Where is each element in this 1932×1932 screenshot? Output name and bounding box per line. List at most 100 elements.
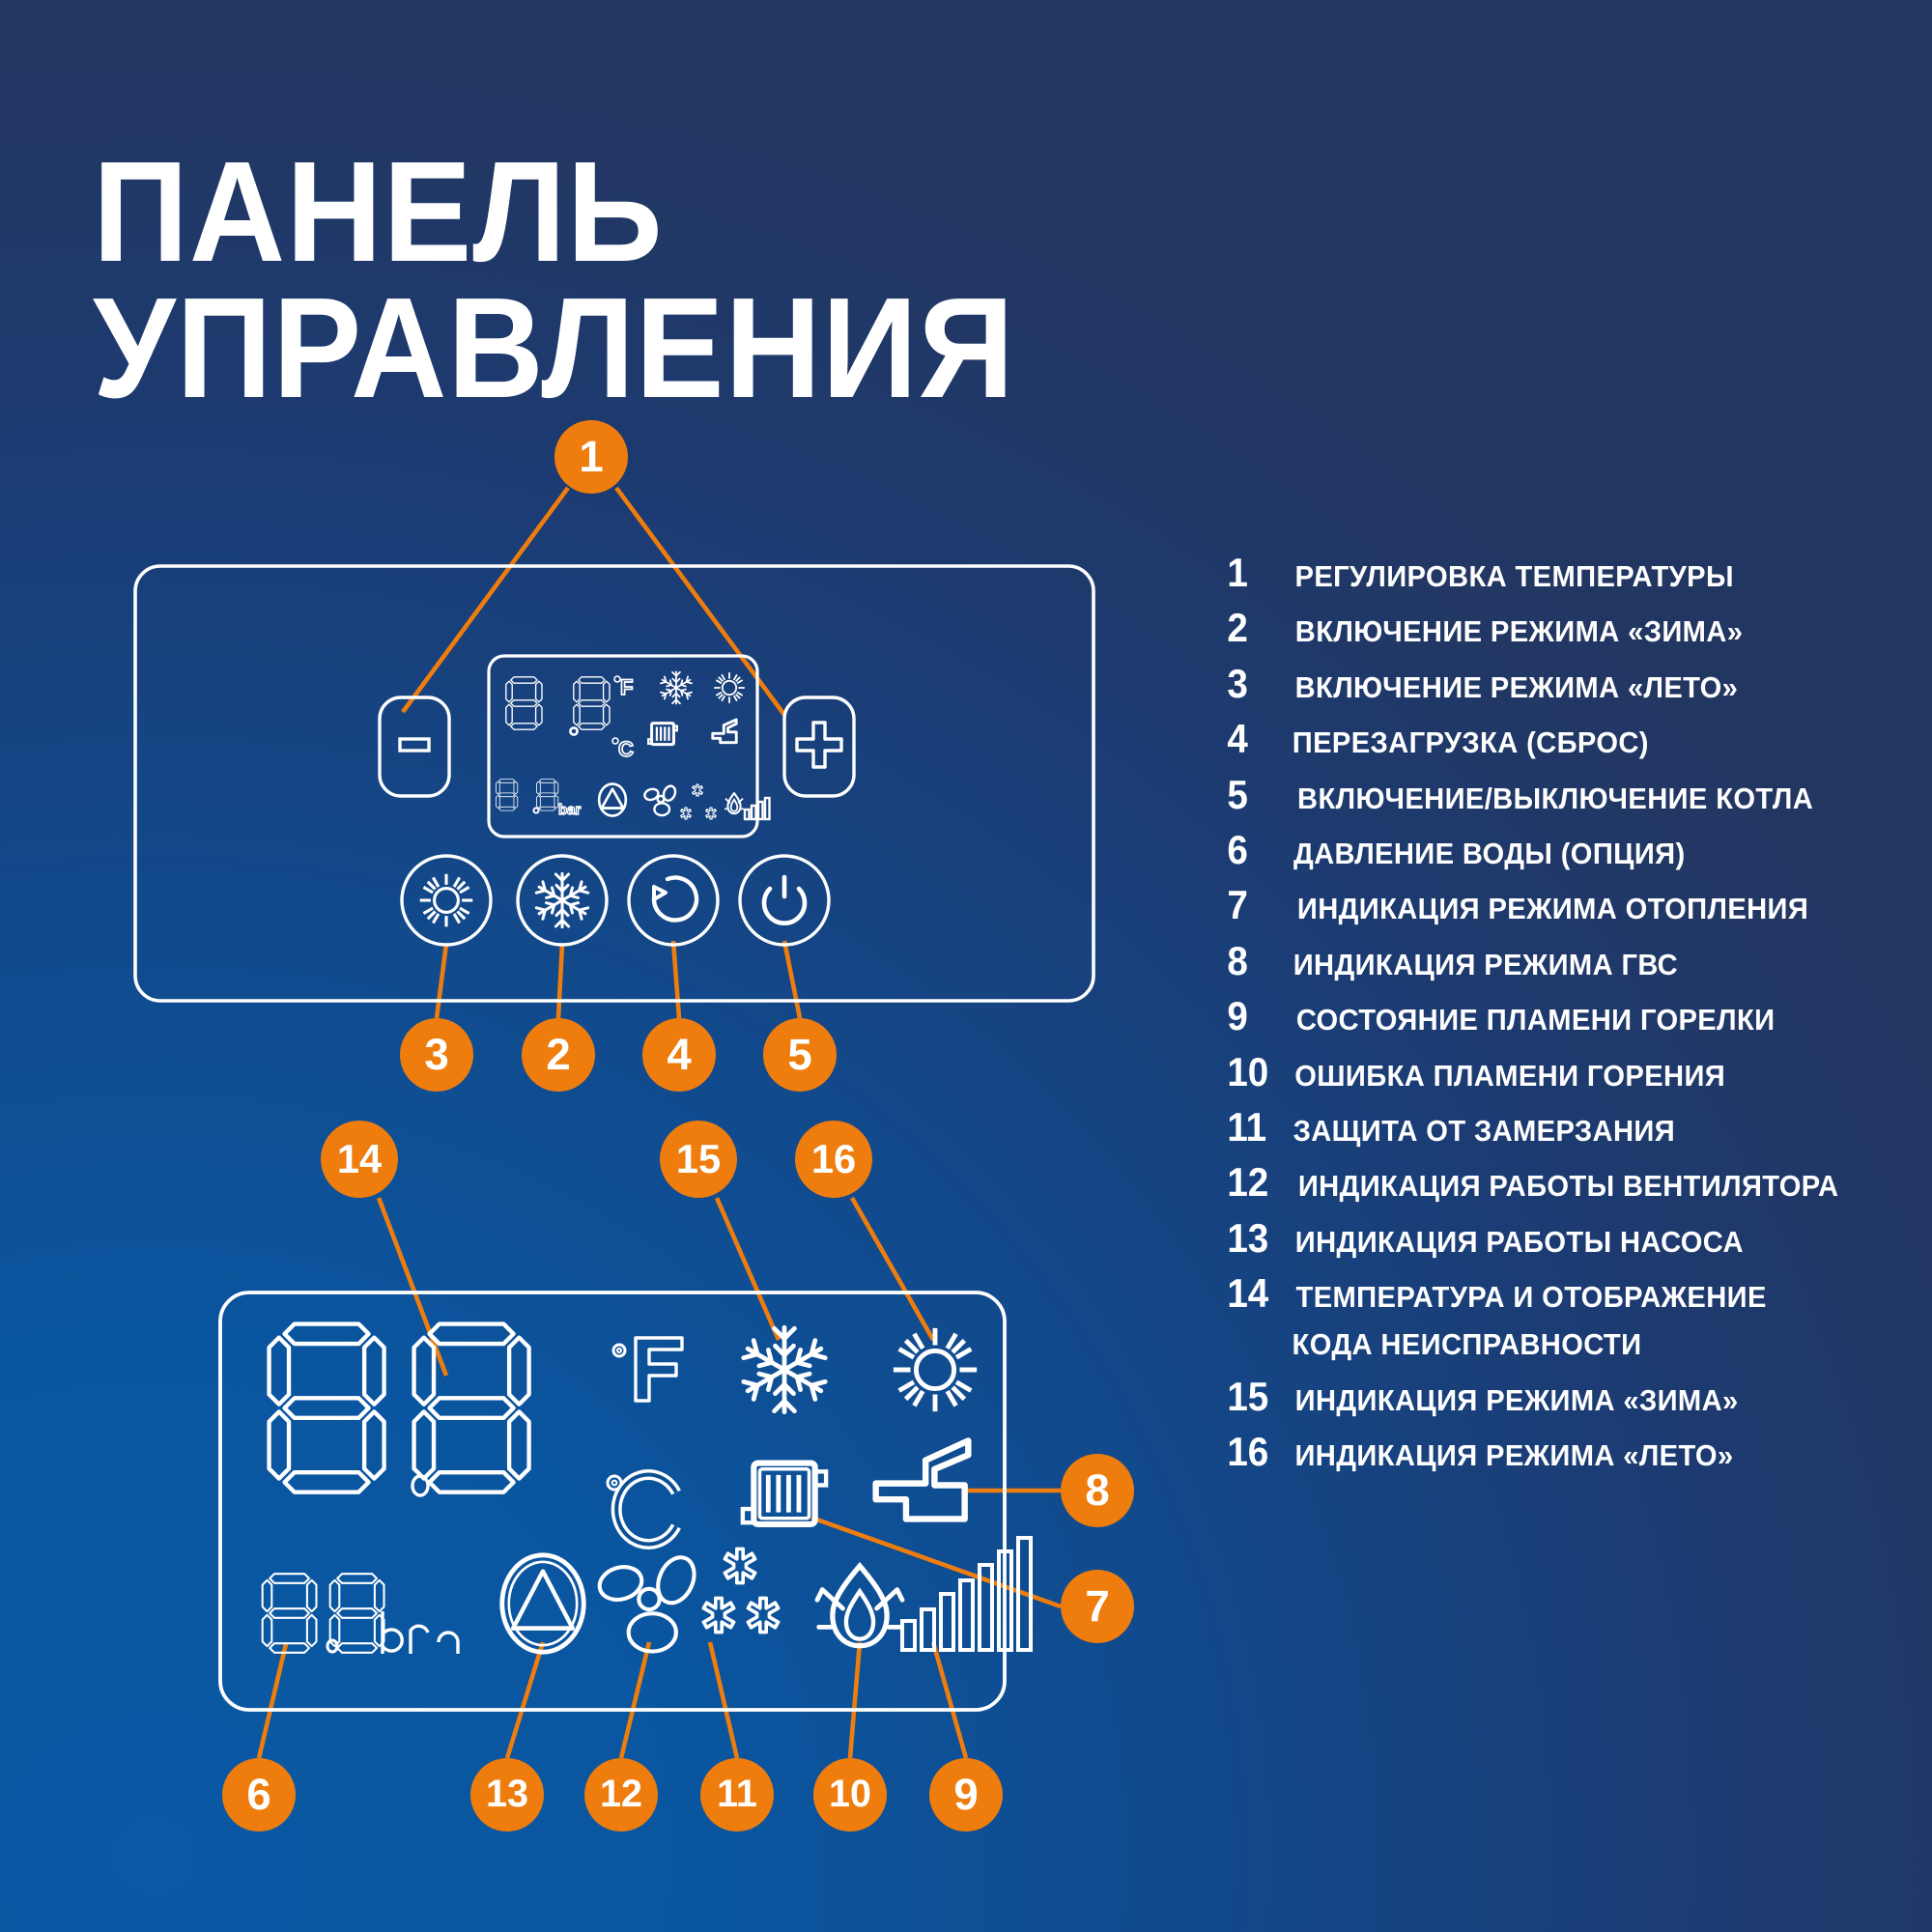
legend-item-number: 8 bbox=[1227, 937, 1248, 983]
legend-item-number: 13 bbox=[1227, 1214, 1269, 1261]
callout-badge-2[interactable]: 2 bbox=[522, 1018, 595, 1092]
legend-item-number: 5 bbox=[1227, 771, 1248, 817]
legend-item: 12 ИНДИКАЦИЯ РАБОТЫ ВЕНТИЛЯТОРА bbox=[1225, 1162, 1901, 1203]
legend-item-label: ИНДИКАЦИЯ РАБОТЫ НАСОСА bbox=[1294, 1224, 1744, 1259]
legend-item-label: КОДА НЕИСПРАВНОСТИ bbox=[1292, 1327, 1642, 1362]
lcd-pressure-digit-2 bbox=[328, 1573, 385, 1654]
svg-text:bar: bar bbox=[558, 802, 582, 818]
legend-item-label: ДАВЛЕНИЕ ВОДЫ (ОПЦИЯ) bbox=[1293, 836, 1686, 870]
pressure-decimal-point bbox=[326, 1638, 339, 1654]
legend-item-label: ТЕМПЕРАТУРА И ОТОБРАЖЕНИЕ bbox=[1295, 1280, 1767, 1315]
lcd-radiator-icon bbox=[740, 1460, 829, 1527]
legend-item: 6 ДАВЛЕНИЕ ВОДЫ (ОПЦИЯ) bbox=[1225, 826, 1901, 872]
callout-badge-15[interactable]: 15 bbox=[660, 1121, 737, 1198]
legend-item-number: 4 bbox=[1227, 716, 1248, 762]
legend-item-number: 1 bbox=[1227, 550, 1248, 595]
callout-badge-5[interactable]: 5 bbox=[763, 1018, 837, 1092]
legend-item-label: ЗАЩИТА ОТ ЗАМЕРЗАНИЯ bbox=[1293, 1113, 1676, 1148]
legend-item-number: 15 bbox=[1227, 1373, 1269, 1419]
bar-unit-label bbox=[381, 1611, 460, 1654]
legend-item-number: 11 bbox=[1227, 1103, 1267, 1150]
lcd-pump-icon bbox=[499, 1552, 586, 1655]
legend-item-label: ИНДИКАЦИЯ РАБОТЫ ВЕНТИЛЯТОРА bbox=[1297, 1169, 1839, 1204]
legend-item: 5 ВКЛЮЧЕНИЕ/ВЫКЛЮЧЕНИЕ КОТЛА bbox=[1225, 771, 1901, 817]
celsius-symbol bbox=[606, 1469, 681, 1549]
circular-buttons-group bbox=[400, 854, 831, 947]
callout-badge-3[interactable]: 3 bbox=[400, 1018, 473, 1092]
legend-item: 4 ПЕРЕЗАГРУЗКА (СБРОС) bbox=[1225, 719, 1901, 759]
callout-badge-4[interactable]: 4 bbox=[642, 1018, 716, 1092]
lcd-signal-bars-icon bbox=[900, 1536, 1033, 1652]
callout-badge-1[interactable]: 1 bbox=[554, 420, 628, 494]
legend-item: 7 ИНДИКАЦИЯ РЕЖИМА ОТОПЛЕНИЯ bbox=[1225, 885, 1901, 925]
callout-badge-13[interactable]: 13 bbox=[470, 1758, 544, 1832]
page-title: ПАНЕЛЬ УПРАВЛЕНИЯ bbox=[93, 132, 1015, 428]
legend-item-label: ИНДИКАЦИЯ РЕЖИМА «ЛЕТО» bbox=[1294, 1438, 1734, 1473]
legend-item: 16 ИНДИКАЦИЯ РЕЖИМА «ЛЕТО» bbox=[1225, 1432, 1901, 1472]
legend-item-number: 6 bbox=[1227, 826, 1248, 872]
svg-text:F: F bbox=[620, 675, 633, 699]
lcd-faucet-icon bbox=[872, 1437, 972, 1522]
callout-badge-14[interactable]: 14 bbox=[321, 1121, 398, 1198]
legend-item: 13 ИНДИКАЦИЯ РАБОТЫ НАСОСА bbox=[1225, 1214, 1901, 1261]
lcd-decimal-point bbox=[411, 1474, 430, 1497]
small-lcd-shape: F C bar bbox=[487, 654, 771, 838]
legend-item: 2 ВКЛЮЧЕНИЕ РЕЖИМА «ЗИМА» bbox=[1225, 608, 1901, 648]
legend-item-number: 16 bbox=[1227, 1429, 1269, 1475]
control-panel-outline bbox=[133, 564, 1095, 1003]
legend-item-label: ВКЛЮЧЕНИЕ/ВЫКЛЮЧЕНИЕ КОТЛА bbox=[1297, 781, 1814, 815]
lcd-antifreeze-icon bbox=[701, 1547, 781, 1634]
legend-item-label: ВКЛЮЧЕНИЕ РЕЖИМА «ЗИМА» bbox=[1294, 614, 1744, 649]
legend-item: 8 ИНДИКАЦИЯ РЕЖИМА ГВС bbox=[1225, 937, 1901, 983]
lcd-digit-1 bbox=[270, 1324, 384, 1492]
legend-item-label: ИНДИКАЦИЯ РЕЖИМА ОТОПЛЕНИЯ bbox=[1296, 892, 1809, 926]
faucet-icon-small bbox=[711, 718, 738, 745]
lcd-pressure-digit-1 bbox=[261, 1573, 318, 1654]
legend-item-label: ВКЛЮЧЕНИЕ РЕЖИМА «ЛЕТО» bbox=[1294, 669, 1739, 704]
legend-item-number: 2 bbox=[1227, 605, 1248, 651]
callout-badge-16[interactable]: 16 bbox=[795, 1121, 872, 1198]
legend-item: 14 ТЕМПЕРАТУРА И ОТОБРАЖЕНИЕ bbox=[1225, 1273, 1901, 1314]
callout-badge-7[interactable]: 7 bbox=[1061, 1570, 1134, 1643]
lcd-fan-icon bbox=[597, 1555, 696, 1654]
svg-text:C: C bbox=[618, 737, 634, 761]
leader-lines bbox=[256, 486, 1062, 1759]
legend-item-label: ОШИБКА ПЛАМЕНИ ГОРЕНИЯ bbox=[1294, 1058, 1726, 1093]
legend-item-label: ПЕРЕЗАГРУЗКА (СБРОС) bbox=[1292, 725, 1649, 760]
legend-item: 11 ЗАЩИТА ОТ ЗАМЕРЗАНИЯ bbox=[1225, 1103, 1901, 1150]
callout-badge-6[interactable]: 6 bbox=[222, 1758, 296, 1832]
lcd-sun-icon bbox=[894, 1328, 977, 1411]
legend-item-number: 10 bbox=[1227, 1048, 1269, 1094]
legend-item-number: 12 bbox=[1227, 1159, 1269, 1206]
lcd-panel-outline bbox=[218, 1291, 1007, 1712]
callout-badge-10[interactable]: 10 bbox=[813, 1758, 887, 1832]
legend-item-number: 14 bbox=[1227, 1270, 1269, 1317]
legend-item: 10 ОШИБКА ПЛАМЕНИ ГОРЕНИЯ bbox=[1225, 1048, 1901, 1094]
plus-button-shape bbox=[782, 696, 856, 798]
legend-item-number: 7 bbox=[1227, 882, 1248, 928]
legend-item-number: 9 bbox=[1227, 993, 1248, 1039]
callout-badge-12[interactable]: 12 bbox=[584, 1758, 658, 1832]
lcd-snowflake-icon bbox=[743, 1327, 826, 1411]
fahrenheit-symbol bbox=[611, 1336, 684, 1403]
signal-bars-icon-small bbox=[743, 796, 771, 821]
legend-item-label: СОСТОЯНИЕ ПЛАМЕНИ ГОРЕЛКИ bbox=[1295, 1003, 1776, 1037]
legend-item: КОДА НЕИСПРАВНОСТИ bbox=[1225, 1328, 1901, 1361]
legend-item-label: ИНДИКАЦИЯ РЕЖИМА «ЗИМА» bbox=[1294, 1382, 1739, 1417]
callout-badge-8[interactable]: 8 bbox=[1061, 1454, 1134, 1527]
legend-item: 9 СОСТОЯНИЕ ПЛАМЕНИ ГОРЕЛКИ bbox=[1225, 996, 1901, 1037]
legend-item-label: РЕГУЛИРОВКА ТЕМПЕРАТУРЫ bbox=[1294, 559, 1734, 593]
reset-arrow-icon bbox=[651, 875, 699, 923]
lcd-flame-error-icon bbox=[814, 1561, 905, 1649]
radiator-icon-small bbox=[647, 722, 678, 747]
lcd-digit-2 bbox=[414, 1324, 529, 1492]
callout-badge-9[interactable]: 9 bbox=[929, 1758, 1003, 1832]
legend-item-label: ИНДИКАЦИЯ РЕЖИМА ГВС bbox=[1293, 947, 1679, 981]
legend-item: 15 ИНДИКАЦИЯ РЕЖИМА «ЗИМА» bbox=[1225, 1373, 1901, 1419]
minus-button-shape bbox=[378, 696, 451, 798]
legend-item: 1 РЕГУЛИРОВКА ТЕМПЕРАТУРЫ bbox=[1225, 553, 1901, 593]
callout-badge-11[interactable]: 11 bbox=[700, 1758, 774, 1832]
